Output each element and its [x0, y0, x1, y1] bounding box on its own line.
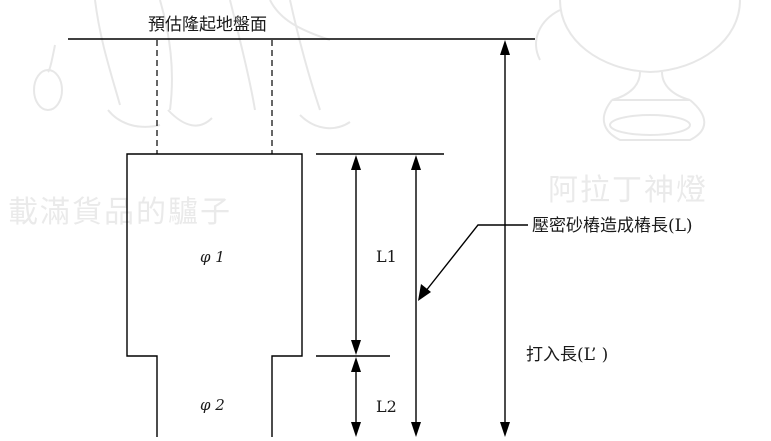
pile-outline [126, 153, 303, 437]
L1-arrow-bottom [351, 340, 361, 355]
L-arrow-top [411, 155, 421, 170]
L2-arrow-top [351, 357, 361, 372]
L2-label: L2 [376, 397, 397, 416]
phi1-label: φ 1 [200, 248, 225, 266]
L-arrow-bottom [411, 422, 421, 437]
compaction-leader-line [424, 224, 528, 293]
L1-label: L1 [376, 247, 397, 266]
L2-arrow-bottom [351, 422, 361, 437]
compaction-length-label: 壓密砂樁造成樁長(L) [532, 216, 693, 236]
compaction-leader-arrowhead [418, 284, 431, 301]
Lprime-arrow-top [500, 40, 510, 55]
phi2-label: φ 2 [200, 396, 225, 414]
donkey-sketch [33, 0, 351, 130]
ground-surface-label: 預估隆起地盤面 [148, 15, 267, 35]
driving-length-label: 打入長(L’ ) [526, 345, 608, 365]
watermark-illustration: 載滿貨品的驢子 阿拉丁神燈 [8, 0, 741, 230]
watermark-right-text: 阿拉丁神燈 [548, 173, 708, 208]
Lprime-arrow-bottom [500, 422, 510, 437]
watermark-left-text: 載滿貨品的驢子 [8, 195, 232, 230]
lamp-sketch [535, 0, 741, 141]
L1-arrow-top [351, 155, 361, 170]
